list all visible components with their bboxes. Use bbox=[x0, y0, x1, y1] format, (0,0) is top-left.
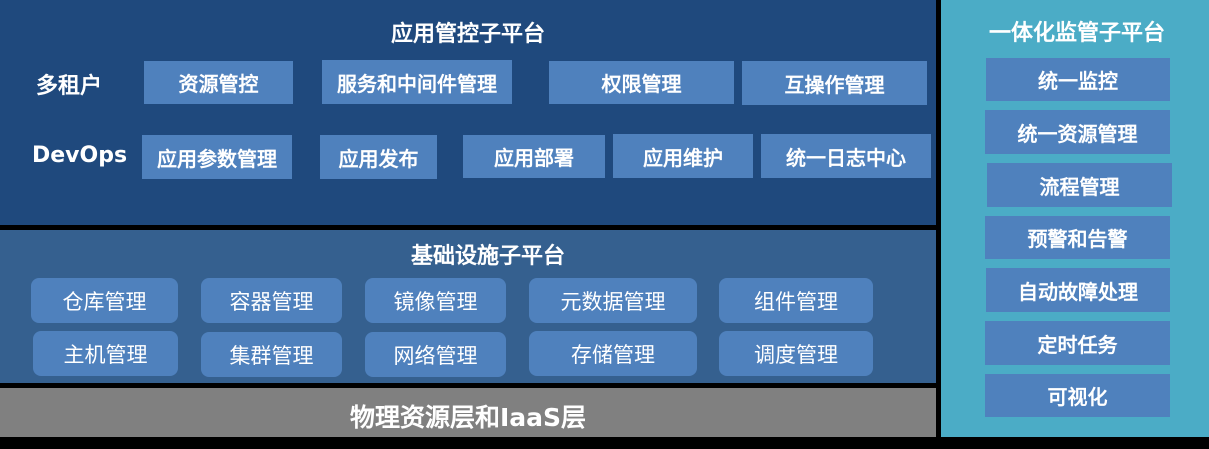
box-interop[interactable]: 互操作管理 bbox=[742, 61, 927, 105]
box-host[interactable]: 主机管理 bbox=[33, 331, 178, 376]
box-network[interactable]: 网络管理 bbox=[365, 332, 506, 377]
infra-platform-title: 基础设施子平台 bbox=[410, 244, 565, 269]
box-unified-monitor[interactable]: 统一监控 bbox=[986, 58, 1170, 101]
row-label-devops: DevOps bbox=[32, 143, 128, 168]
box-log-center[interactable]: 统一日志中心 bbox=[761, 134, 931, 178]
box-workflow[interactable]: 流程管理 bbox=[987, 163, 1172, 207]
app-platform-title: 应用管控子平台 bbox=[390, 22, 545, 47]
box-resource-control[interactable]: 资源管控 bbox=[144, 61, 293, 104]
box-app-maintain[interactable]: 应用维护 bbox=[613, 134, 753, 178]
box-repo[interactable]: 仓库管理 bbox=[31, 278, 178, 323]
box-schedule[interactable]: 调度管理 bbox=[719, 331, 873, 376]
box-image[interactable]: 镜像管理 bbox=[365, 278, 506, 323]
box-app-deploy[interactable]: 应用部署 bbox=[463, 135, 605, 178]
row-label-multitenant: 多租户 bbox=[36, 74, 103, 99]
box-visualization[interactable]: 可视化 bbox=[985, 374, 1170, 417]
infrastructure-platform: 基础设施子平台 仓库管理 容器管理 镜像管理 元数据管理 组件管理 主机管理 集… bbox=[0, 230, 936, 383]
box-component[interactable]: 组件管理 bbox=[719, 278, 873, 323]
box-permission[interactable]: 权限管理 bbox=[549, 61, 734, 104]
physical-layer-title: 物理资源层和IaaS层 bbox=[349, 403, 587, 432]
monitoring-platform: 一体化监管子平台 统一监控 统一资源管理 流程管理 预警和告警 自动故障处理 定… bbox=[941, 0, 1209, 437]
box-scheduled-tasks[interactable]: 定时任务 bbox=[985, 321, 1170, 365]
box-auto-recovery[interactable]: 自动故障处理 bbox=[986, 268, 1170, 312]
box-metadata[interactable]: 元数据管理 bbox=[529, 278, 697, 323]
box-storage[interactable]: 存储管理 bbox=[529, 331, 697, 376]
box-container[interactable]: 容器管理 bbox=[201, 278, 342, 323]
box-cluster[interactable]: 集群管理 bbox=[201, 332, 342, 377]
box-service-middleware[interactable]: 服务和中间件管理 bbox=[322, 60, 512, 104]
app-management-platform: 应用管控子平台 多租户 资源管控 服务和中间件管理 权限管理 互操作管理 Dev… bbox=[0, 0, 936, 225]
box-unified-resource[interactable]: 统一资源管理 bbox=[985, 110, 1170, 154]
box-app-params[interactable]: 应用参数管理 bbox=[142, 135, 292, 179]
physical-iaas-layer: 物理资源层和IaaS层 bbox=[0, 388, 936, 437]
box-app-release[interactable]: 应用发布 bbox=[320, 135, 437, 179]
box-alerting[interactable]: 预警和告警 bbox=[985, 216, 1170, 259]
monitor-platform-title: 一体化监管子平台 bbox=[988, 21, 1165, 46]
